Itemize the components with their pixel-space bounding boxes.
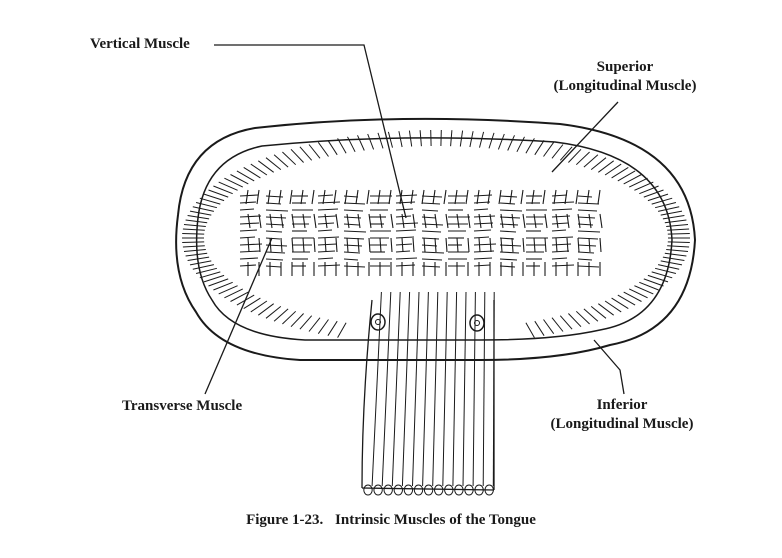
vertical-muscle-label: Vertical Muscle [90,36,190,52]
left-vessel-lumen [375,319,381,325]
transverse-leader [204,237,273,395]
inferior-label-line2: (Longitudinal Muscle) [550,416,694,432]
right-vessel [469,314,485,332]
tongue-body [175,117,697,496]
right-vessel-lumen [474,320,480,326]
vertical-muscle-leader [214,44,407,219]
tongue-outer-outline [175,117,697,361]
leader-lines [204,44,625,395]
superior-label-line2: (Longitudinal Muscle) [553,78,697,94]
superior-label-line1: Superior [596,59,654,75]
figure-number: Figure 1-23. [246,512,324,528]
figure-title: Intrinsic Muscles of the Tongue [335,512,536,528]
tongue-inner-outline [195,137,673,341]
stem-fibres [371,291,495,487]
left-vessel [370,313,386,331]
superior-longitudinal-label: Superior (Longitudinal Muscle) [534,58,716,96]
transverse-vertical-mesh [239,189,603,276]
inferior-label-line1: Inferior [596,397,648,413]
inferior-longitudinal-label: Inferior (Longitudinal Muscle) [530,396,714,434]
inferior-leader [593,339,625,395]
figure-caption: Figure 1-23. Intrinsic Muscles of the To… [0,512,782,529]
transverse-muscle-label: Transverse Muscle [122,398,243,414]
superior-leader [551,101,619,173]
mucosa-hatching [182,129,690,338]
stem-base-cells [363,484,494,496]
